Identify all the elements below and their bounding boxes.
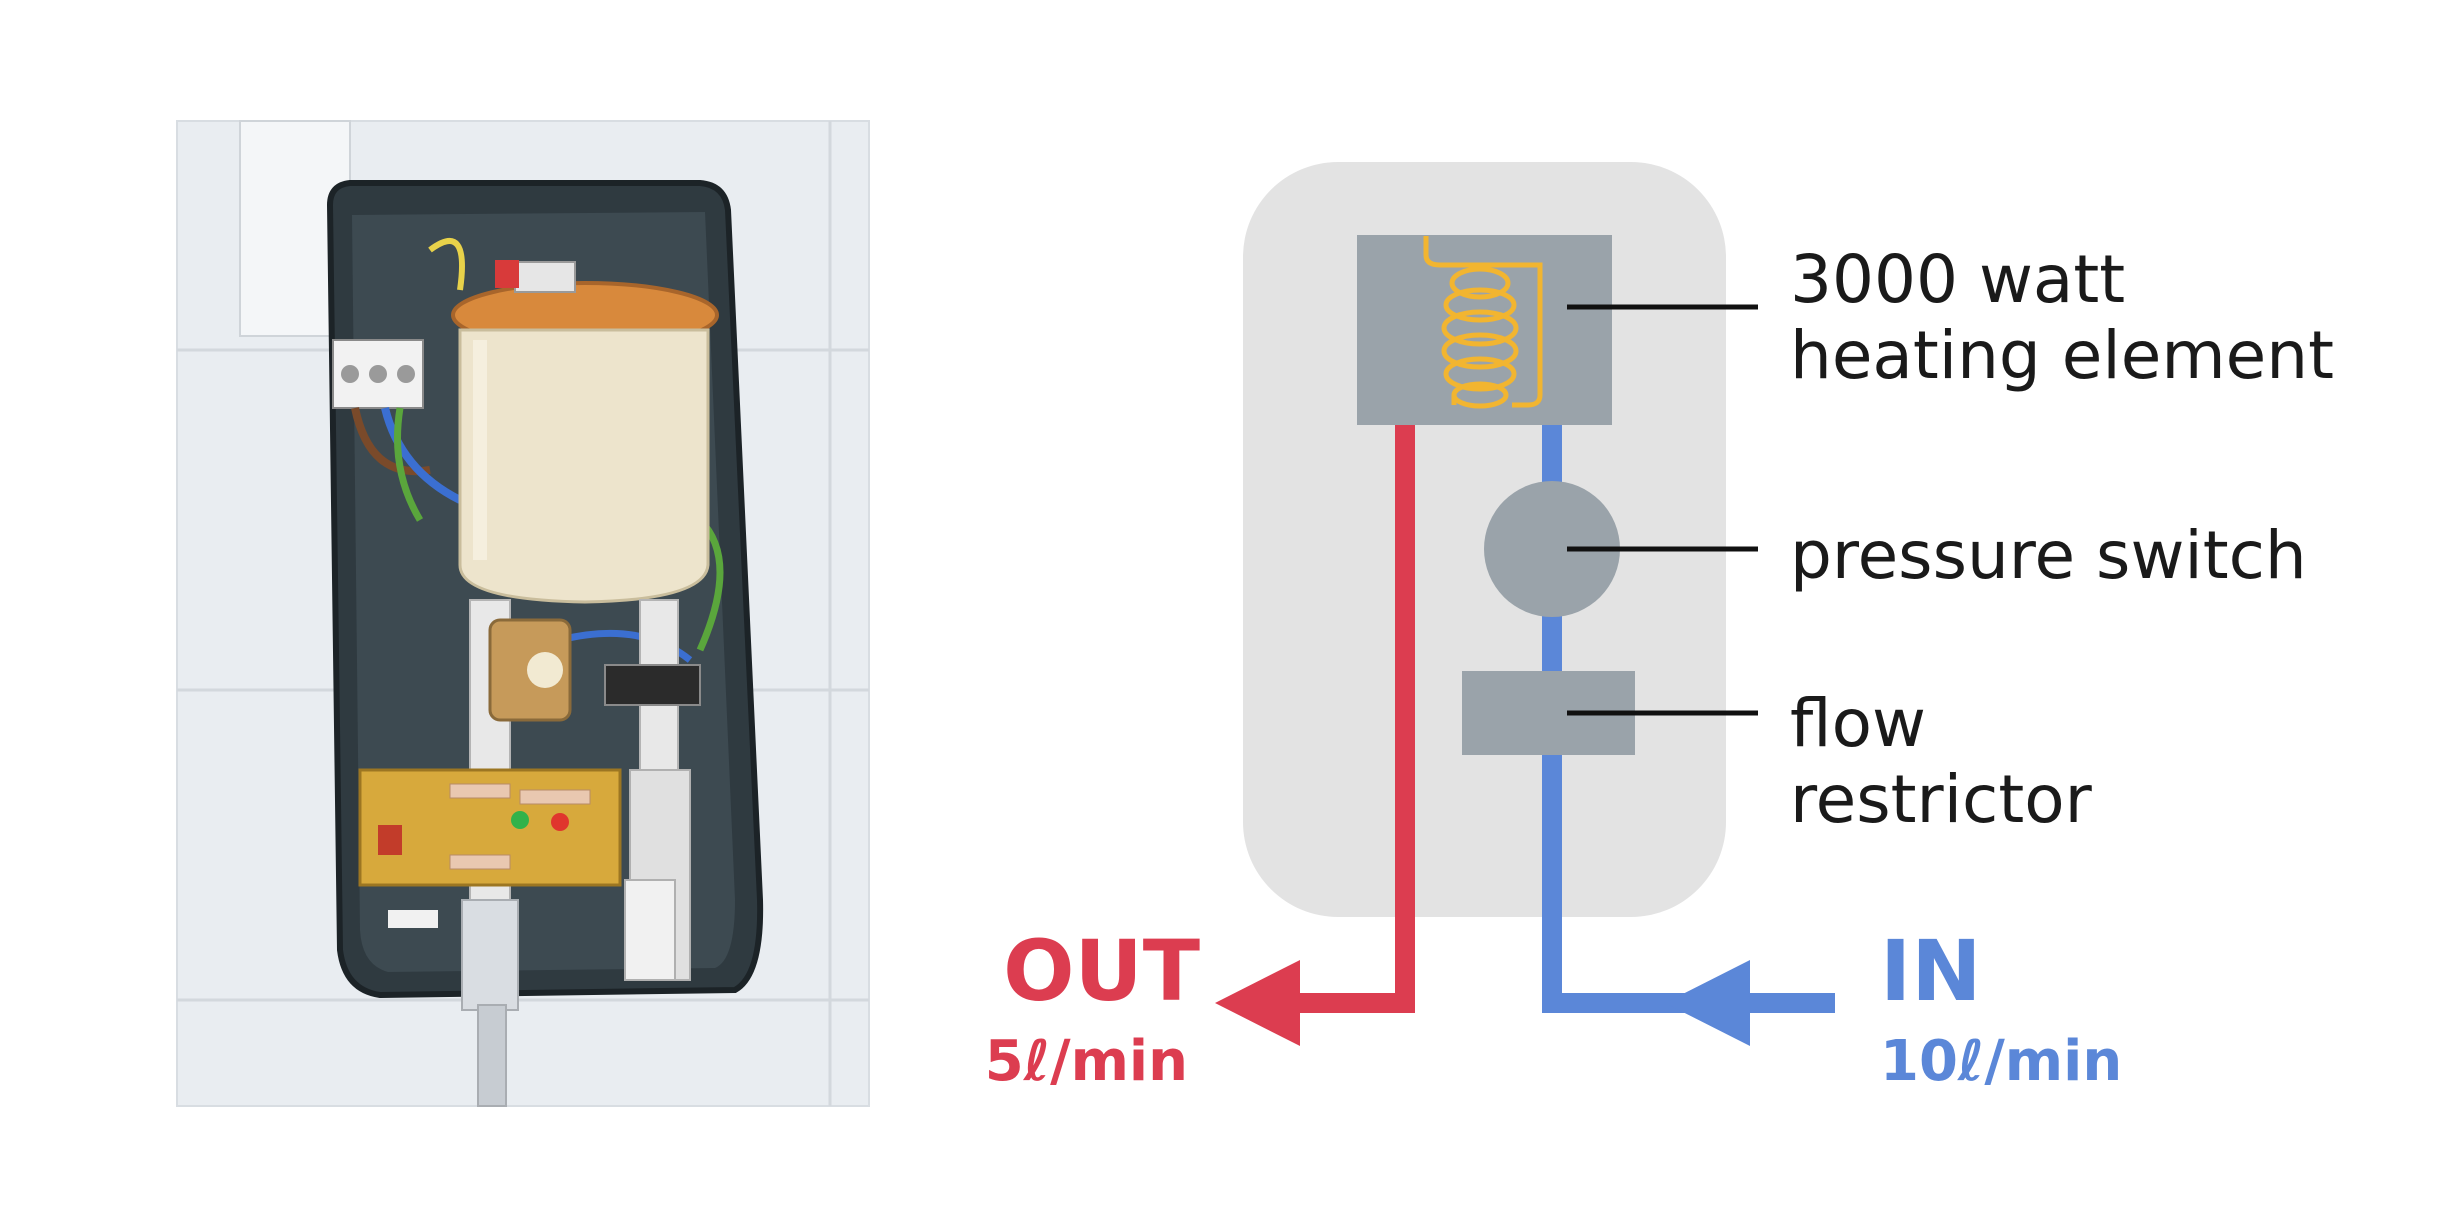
flow-restrictor-label-line1: flow xyxy=(1790,685,1926,762)
heater-interior-photo xyxy=(176,120,870,1107)
heating-coil-icon xyxy=(1423,236,1543,409)
inlet-flow-rate: 10ℓ/min xyxy=(1880,1029,2122,1094)
pressure-switch-shape xyxy=(1484,481,1620,617)
outlet-label: OUT xyxy=(1003,922,1200,1020)
inlet-label: IN xyxy=(1880,922,1982,1020)
heating-element-label-line1: 3000 watt xyxy=(1790,241,2125,318)
pressure-switch-label: pressure switch xyxy=(1790,517,2307,594)
heater-diagram: 3000 watt heating element pressure switc… xyxy=(985,162,2334,1094)
hot-water-pipe xyxy=(1300,425,1415,1013)
out-arrow-icon xyxy=(1215,960,1300,1046)
heating-element-label-line2: heating element xyxy=(1790,317,2334,394)
water-tank xyxy=(458,328,710,604)
in-arrow-icon xyxy=(1665,960,1750,1046)
outlet-flow-rate: 5ℓ/min xyxy=(985,1029,1188,1094)
flow-restrictor-label-line2: restrictor xyxy=(1790,761,2093,838)
